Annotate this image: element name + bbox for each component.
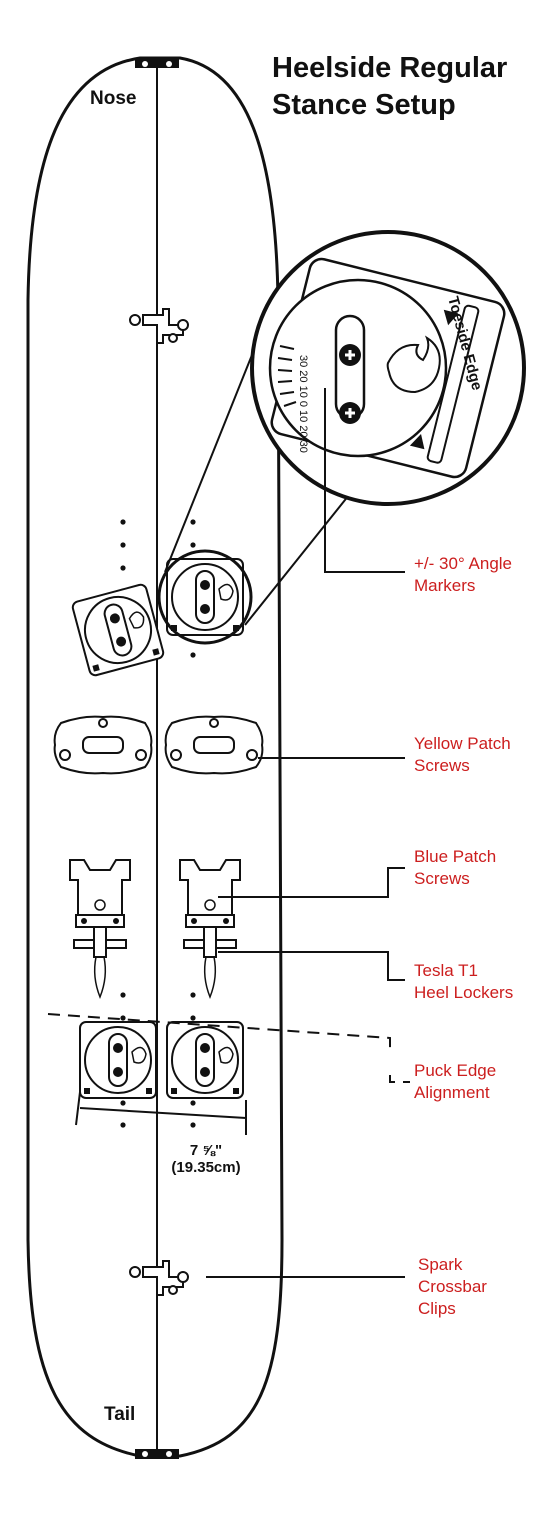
- nose-label: Nose: [90, 88, 137, 109]
- angle-scale-label: 30 20 10 0 10 20 30: [297, 355, 309, 453]
- puck-left-lower-icon: [79, 1021, 157, 1099]
- nose-hook-icon: [135, 58, 179, 68]
- puck-detail-zoom: [250, 230, 526, 506]
- callout-blue-patch: Blue Patch Screws: [414, 847, 497, 888]
- callout-puck-edge: Puck Edge Alignment: [414, 1061, 497, 1102]
- tail-hook-icon: [135, 1449, 179, 1459]
- patch-left-icon: [53, 715, 153, 775]
- tail-label: Tail: [104, 1404, 136, 1425]
- callout-yellow-patch: Yellow Patch Screws: [414, 734, 511, 775]
- puck-right-upper-icon: [166, 558, 244, 636]
- measurement-bracket: [75, 1091, 247, 1135]
- patch-right-icon: [164, 715, 264, 775]
- measurement-label: 7 ⅝" (19.35cm): [171, 1142, 241, 1176]
- angle-scale: [277, 345, 297, 407]
- page-title: Heelside Regular Stance Setup: [272, 52, 508, 121]
- flame-logo-icon: [386, 335, 441, 394]
- puck-detail-ring: [157, 549, 253, 645]
- callout-angle-markers: +/- 30° Angle Markers: [414, 554, 513, 595]
- puck-edge-alignment-line: [47, 1013, 410, 1083]
- callout-lines: [206, 388, 405, 1278]
- insert-dots-lower: [120, 992, 196, 1128]
- callout-crossbar-clips: Spark Crossbar Clips: [418, 1255, 487, 1318]
- board-outline: [26, 56, 284, 1458]
- puck-right-lower-icon: [166, 1021, 244, 1099]
- callout-heel-lockers: Tesla T1 Heel Lockers: [414, 961, 514, 1002]
